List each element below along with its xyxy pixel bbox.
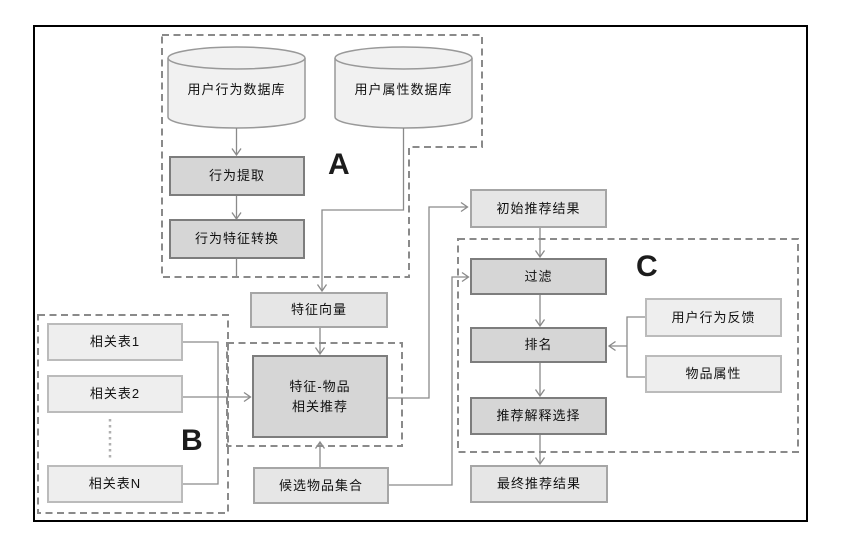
group-a-label: A [328,148,350,181]
node-candidate-item-set-label: 候选物品集合 [278,477,363,493]
arrowhead-down [316,284,328,293]
node-candidate-item-set: 候选物品集合 [253,467,389,504]
arrowhead-right [460,201,469,213]
edge-relatedtables-to-featureitem [183,341,250,485]
node-filter: 过滤 [470,258,607,295]
node-user-behavior-feedback-label: 用户行为反馈 [671,309,756,325]
node-behavior-extraction-label: 行为提取 [208,168,265,184]
node-user-behavior-db: 用户行为数据库 [168,76,305,100]
node-initial-result-label: 初始推荐结果 [496,200,581,216]
node-filter-label: 过滤 [524,268,553,284]
group-c-label: C [636,250,658,283]
node-related-table-1: 相关表1 [47,323,183,361]
node-feature-item-recommend-line1: 特征-物品 [289,379,351,394]
edge-attributedb-to-featurevector [321,128,405,290]
node-feature-vector: 特征向量 [250,292,388,328]
feature-item-dashed-outline [226,342,403,447]
node-related-table-2: 相关表2 [47,375,183,413]
node-feature-item-recommend: 特征-物品 相关推荐 [252,355,388,438]
connector-lines [183,128,645,486]
node-final-result: 最终推荐结果 [470,465,608,503]
node-user-attribute-db: 用户属性数据库 [335,76,472,100]
node-related-table-n-label: 相关表N [88,476,142,492]
node-feature-vector-label: 特征向量 [290,302,347,318]
edge-feedback-attr-to-ranking [610,316,645,378]
node-final-result-label: 最终推荐结果 [496,476,581,492]
node-user-behavior-feedback: 用户行为反馈 [645,298,782,337]
arrowhead-left [607,340,616,352]
node-behavior-feature-transform-label: 行为特征转换 [194,231,279,247]
node-ranking: 排名 [470,327,607,363]
node-behavior-extraction: 行为提取 [169,156,305,196]
node-explanation-selection-label: 推荐解释选择 [496,408,581,424]
node-item-attribute: 物品属性 [645,355,782,393]
edge-candidateset-to-filter [388,276,468,486]
database-cylinder-user-behavior [167,46,306,129]
node-related-table-1-label: 相关表1 [89,334,141,350]
node-related-table-2-label: 相关表2 [89,386,141,402]
arrowhead-down [231,148,242,157]
node-behavior-feature-transform: 行为特征转换 [169,219,305,259]
node-feature-item-recommend-line2: 相关推荐 [291,398,348,414]
arrowhead-down [534,457,546,466]
node-ranking-label: 排名 [524,337,553,353]
node-item-attribute-label: 物品属性 [685,366,742,382]
arrowhead-down [534,250,546,259]
group-b-label: B [181,424,203,457]
arrowhead-up [314,440,326,449]
arrowhead-right [243,391,252,403]
node-explanation-selection: 推荐解释选择 [470,397,607,435]
edge-featureitem-to-initialresult [387,206,467,399]
node-user-attribute-db-label: 用户属性数据库 [354,81,453,97]
arrowhead-down [534,319,546,328]
arrowhead-right [461,271,470,283]
node-user-behavior-db-label: 用户行为数据库 [187,81,286,97]
arrowhead-down [534,389,546,398]
node-related-table-n: 相关表N [47,465,183,503]
arrowhead-down [314,347,326,356]
node-initial-result: 初始推荐结果 [470,189,607,228]
